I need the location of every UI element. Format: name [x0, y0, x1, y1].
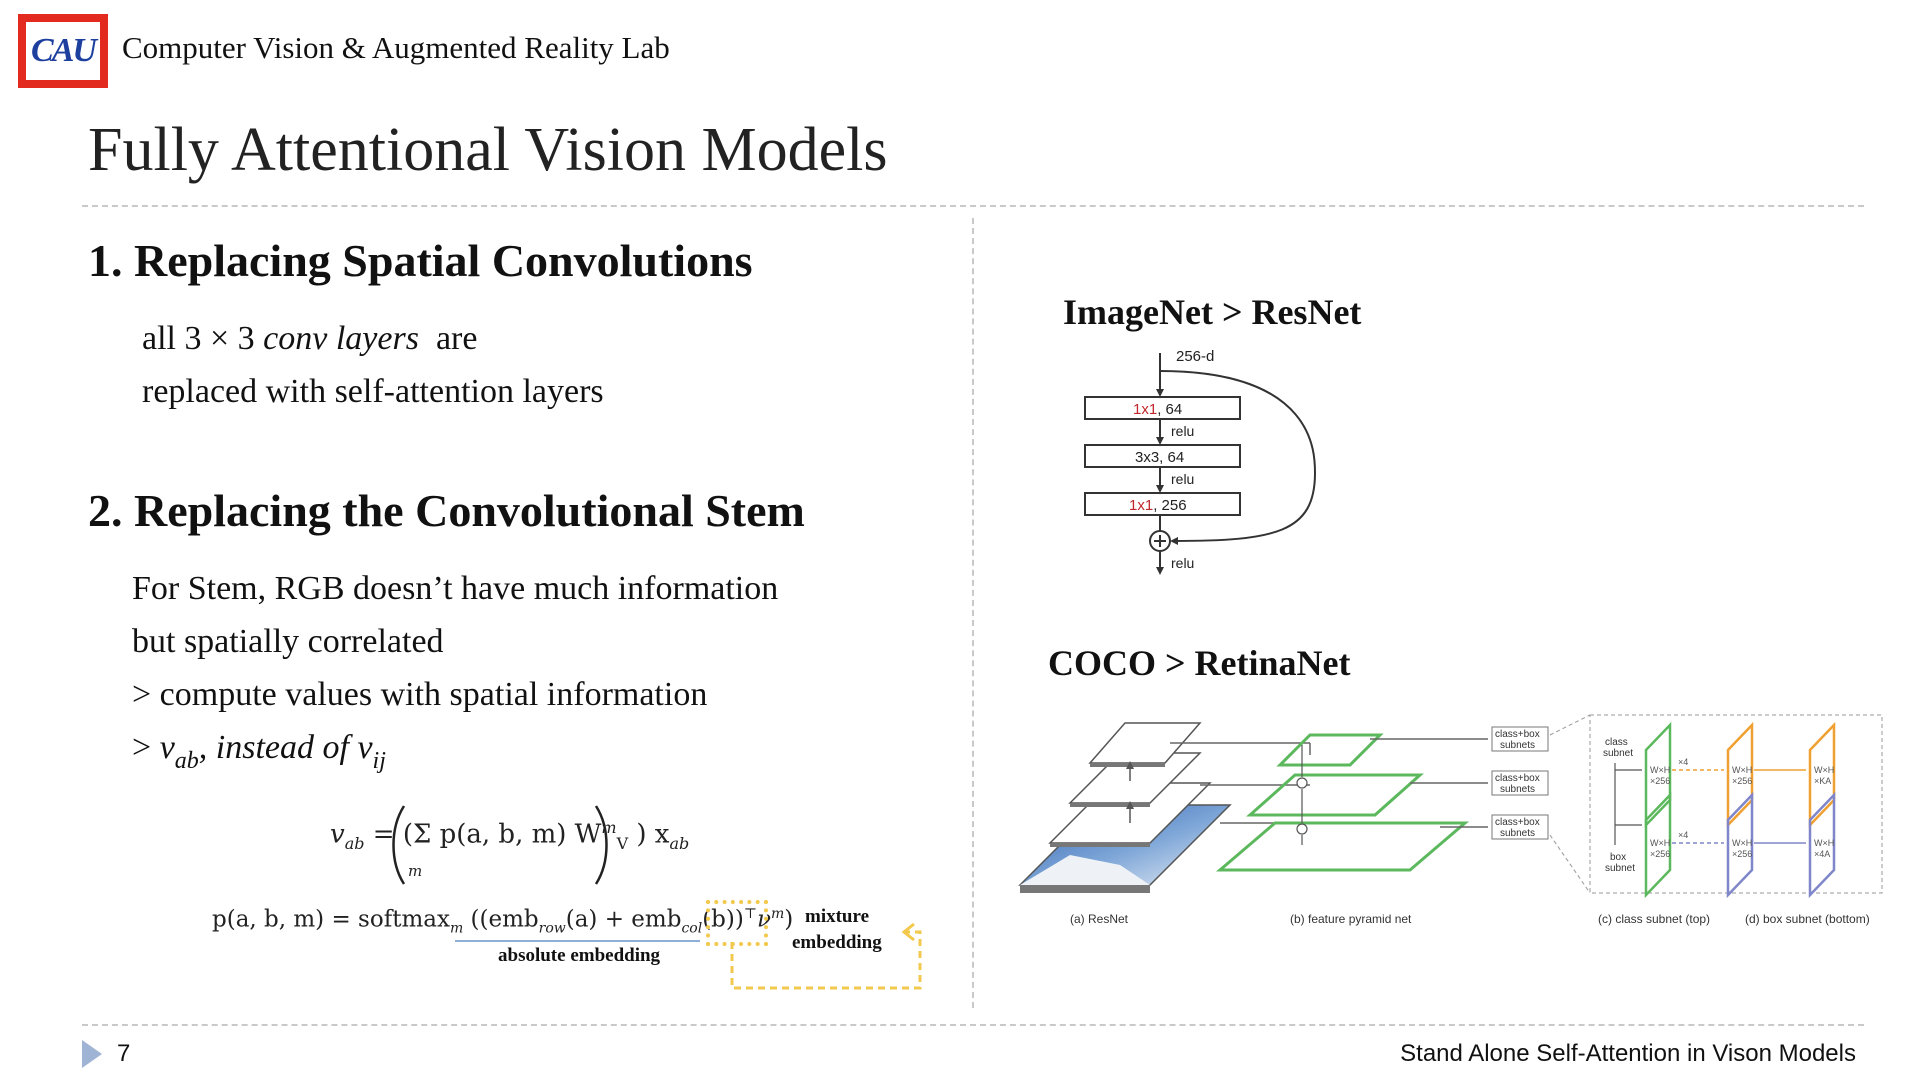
resnet-relu2: relu: [1171, 471, 1194, 487]
mixture-label-1: mixture: [805, 906, 870, 927]
resnet-relu1: relu: [1171, 423, 1194, 439]
resnet-layer2-box: [1084, 444, 1241, 468]
absolute-embedding-label: absolute embedding: [498, 945, 661, 966]
resnet-layer2-label: 3x3, 64: [1135, 449, 1184, 466]
subnets-labels: class+box subnets class+box subnets clas…: [1491, 726, 1549, 840]
slide-title: Fully Attentional Vision Models: [88, 116, 888, 184]
page-number: 7: [117, 1040, 131, 1067]
box-subnet-label-2: subnet: [1605, 863, 1635, 874]
section1-heading: 1. Replacing Spatial Convolutions: [88, 235, 753, 286]
title-divider: [82, 205, 1864, 207]
svg-text:×256: ×256: [1732, 776, 1752, 786]
mixture-label-2: embedding: [792, 932, 882, 953]
resnet-layer3-box: [1084, 492, 1241, 516]
imagenet-label: ImageNet > ResNet: [1063, 292, 1362, 332]
svg-text:W×H: W×H: [1650, 765, 1670, 775]
resnet-relu3: relu: [1171, 555, 1194, 571]
caption-d: (d) box subnet (bottom): [1745, 912, 1870, 926]
svg-text:×4: ×4: [1678, 757, 1688, 767]
svg-text:×KA: ×KA: [1814, 776, 1831, 786]
section2-line2: but spatially correlated: [132, 623, 444, 660]
footer-triangle-icon: [82, 1040, 102, 1068]
svg-text:W×H: W×H: [1732, 838, 1752, 848]
section2-line1: For Stem, RGB doesn’t have much informat…: [132, 570, 779, 607]
svg-text:×4A: ×4A: [1814, 849, 1830, 859]
sum-subscript: m: [408, 862, 423, 880]
section1-line2: replaced with self-attention layers: [142, 373, 604, 410]
coco-label: COCO > RetinaNet: [1048, 643, 1351, 683]
caption-b: (b) feature pyramid net: [1290, 912, 1412, 926]
svg-text:W×H: W×H: [1814, 838, 1834, 848]
svg-text:class+box: class+box: [1495, 773, 1540, 784]
lab-logo: CAU: [18, 14, 108, 88]
svg-text:class+box: class+box: [1495, 817, 1540, 828]
svg-text:×4: ×4: [1678, 830, 1688, 840]
svg-text:W×H: W×H: [1650, 838, 1670, 848]
caption-c: (c) class subnet (top): [1598, 912, 1710, 926]
svg-text:W×H: W×H: [1732, 765, 1752, 775]
resnet-input-label: 256-d: [1176, 348, 1214, 365]
resnet-layer1-label: 1x1, 64: [1133, 401, 1182, 418]
resnet-skip-connection: [1159, 370, 1317, 542]
resnet-layer1-box: [1084, 396, 1241, 420]
svg-text:subnets: subnets: [1500, 784, 1535, 795]
box-subnet-label-1: box: [1610, 852, 1626, 863]
section2-line4: > vab, instead of vij: [132, 729, 386, 774]
svg-text:×256: ×256: [1732, 849, 1752, 859]
svg-text:class+box: class+box: [1495, 729, 1540, 740]
section2-heading: 2. Replacing the Convolutional Stem: [88, 485, 805, 536]
svg-text:×256: ×256: [1650, 776, 1670, 786]
logo-text: CAU: [31, 32, 97, 69]
footer-divider: [82, 1024, 1864, 1026]
mixture-connector: [730, 922, 922, 990]
resnet-layer3-label: 1x1, 256: [1129, 497, 1187, 514]
formula-parentheses: [392, 805, 608, 885]
absolute-embedding-underline: [455, 940, 700, 942]
svg-text:×256: ×256: [1650, 849, 1670, 859]
lab-name: Computer Vision & Augmented Reality Lab: [122, 30, 670, 65]
mixture-highlight-box: [706, 900, 768, 946]
svg-text:subnets: subnets: [1500, 740, 1535, 751]
formula-value-equation: vab = (Σ p(a, b, m) WmV ) xab: [330, 818, 690, 853]
resnet-backbone: [1018, 722, 1232, 893]
resnet-bottleneck-diagram: 256-d 1x1, 64 relu 3x3, 64 relu 1x1, 256…: [1084, 348, 1317, 575]
retinanet-diagram: class+box subnets class+box subnets clas…: [1018, 714, 1883, 926]
section2-line3: > compute values with spatial informatio…: [132, 676, 708, 713]
svg-text:subnets: subnets: [1500, 828, 1535, 839]
feature-pyramid: [1215, 733, 1470, 872]
caption-a: (a) ResNet: [1070, 912, 1129, 926]
class-subnet-label-2: subnet: [1603, 748, 1633, 759]
class-subnet-label-1: class: [1605, 737, 1628, 748]
svg-text:W×H: W×H: [1814, 765, 1834, 775]
section1-line1: all 3 × 3 conv layers are: [142, 320, 478, 357]
column-divider: [972, 218, 974, 1008]
footer-title: Stand Alone Self-Attention in Vison Mode…: [1400, 1040, 1856, 1067]
